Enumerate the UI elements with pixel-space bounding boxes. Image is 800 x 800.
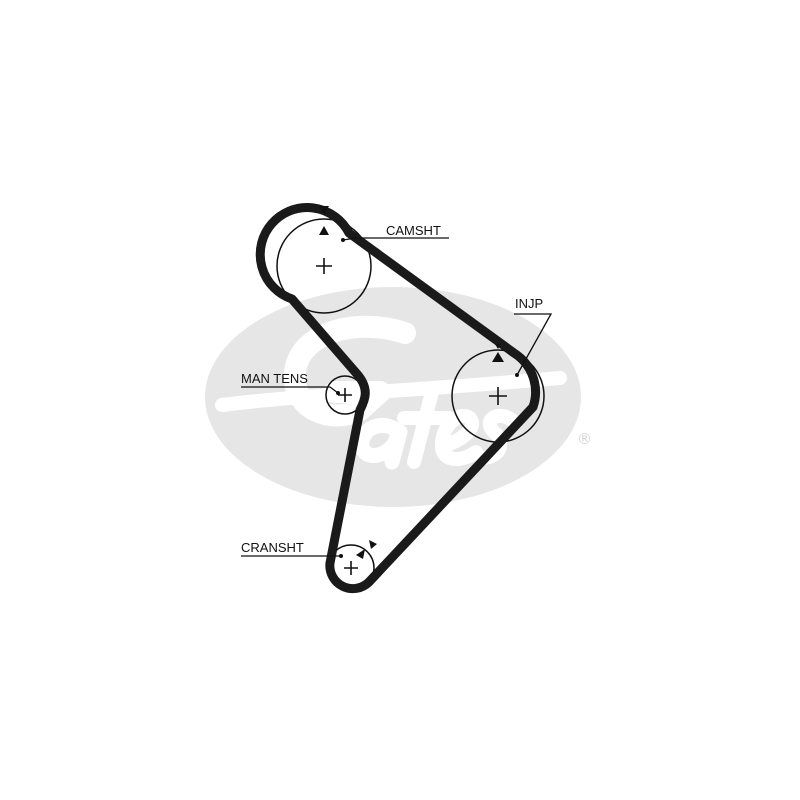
timing-marks [319,206,504,559]
watermark-swash [215,371,567,412]
crankshaft-timing-mark-inner [356,549,365,559]
timing-belt [255,203,541,594]
camshaft-timing-mark-outer [319,206,329,214]
injection-pump-center-cross [489,387,507,405]
watermark-letter-e [434,409,483,466]
camshaft-leader-line [342,237,449,241]
crankshaft-label: CRANSHT [241,540,304,555]
watermark-letter-g [283,315,416,427]
camshaft-timing-mark-inner [319,226,329,235]
camshaft-pulley [276,218,372,314]
injection-pump-leader-line [514,313,553,376]
crankshaft-timing-mark-outer [369,540,377,549]
camshaft-pulley-circle [276,218,372,314]
watermark-letter-a [354,418,408,470]
injection-pump-label: INJP [515,296,543,311]
manual-tensioner-label: MAN TENS [241,371,308,386]
crankshaft-center-cross [344,561,358,575]
camshaft-leader-dot [341,238,345,242]
crankshaft-leader-dot [339,554,343,558]
manual-tensioner-leader-line [241,386,339,394]
camshaft-center-cross [316,258,332,274]
injection-pump-timing-mark-outer [495,344,501,349]
injection-pump-timing-mark-inner [492,352,504,362]
manual-tensioner-center-cross [338,388,352,402]
watermark-letter-t [397,385,455,469]
leader-lines [241,237,553,558]
registered-mark: ® [577,430,592,448]
injection-pump-leader-dot [515,373,519,377]
manual-tensioner-leader-dot [336,391,340,395]
camshaft-label: CAMSHT [386,223,441,238]
